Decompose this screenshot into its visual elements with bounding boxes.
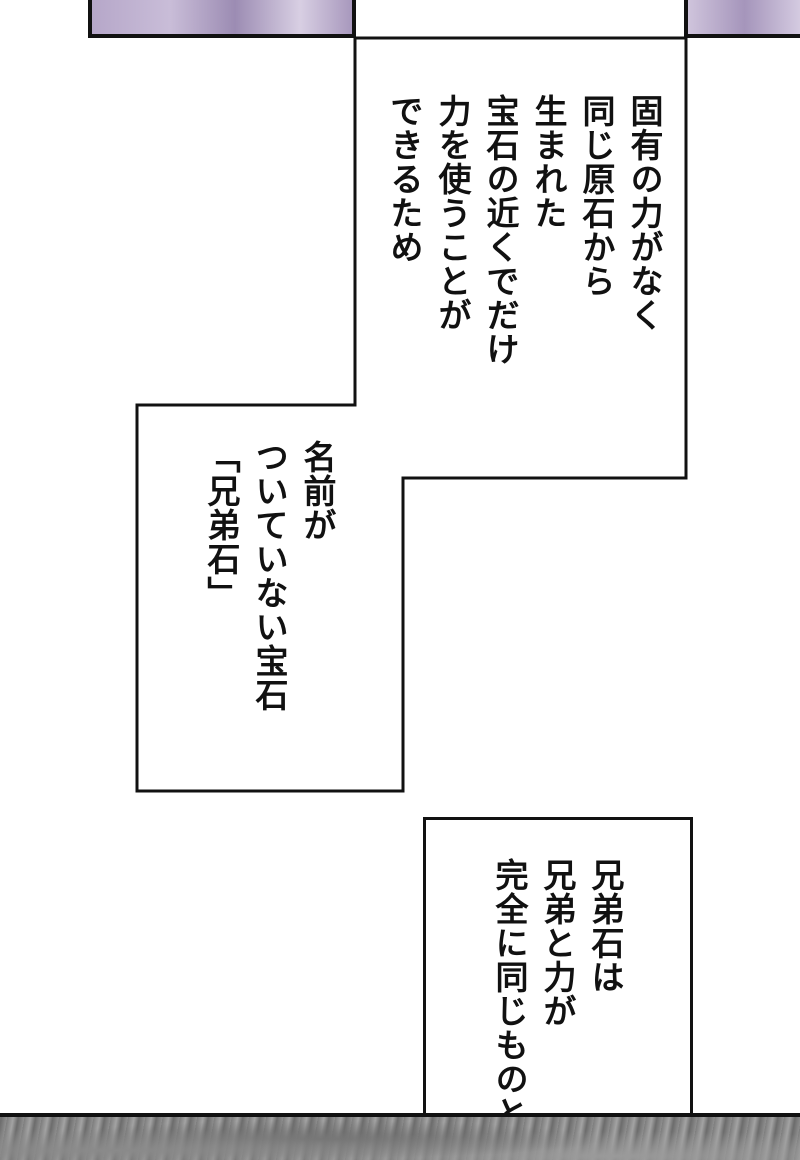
caption-line: 同じ原石から bbox=[577, 94, 616, 298]
caption-line: 宝石の近くでだけ bbox=[481, 94, 520, 366]
caption-line: 生まれた bbox=[529, 94, 568, 230]
caption-line: 「兄弟石」 bbox=[202, 440, 241, 610]
caption-top-text: 固有の力がなく 同じ原石から 生まれた 宝石の近くでだけ 力を使うことが できる… bbox=[380, 94, 668, 414]
caption-box-bottom bbox=[423, 817, 693, 1160]
caption-bottom-text: 兄弟石は 兄弟と力が 完全に同じものと bbox=[485, 858, 629, 1158]
caption-line: 力を使うことが bbox=[433, 94, 472, 332]
caption-line: 兄弟と力が bbox=[538, 858, 577, 1028]
bottom-art-panel bbox=[0, 1113, 800, 1160]
top-art-panel-right bbox=[684, 0, 800, 38]
caption-line: 兄弟石は bbox=[586, 858, 625, 994]
caption-middle-text: 名前が ついていない宝石 「兄弟石」 bbox=[197, 440, 341, 770]
caption-line: 名前が bbox=[298, 440, 337, 542]
caption-line: ついていない宝石 bbox=[250, 440, 289, 712]
caption-line: できるため bbox=[385, 94, 424, 264]
caption-line: 固有の力がなく bbox=[625, 94, 664, 332]
caption-line: 完全に同じものと bbox=[490, 858, 529, 1130]
top-art-panel-left bbox=[88, 0, 356, 38]
